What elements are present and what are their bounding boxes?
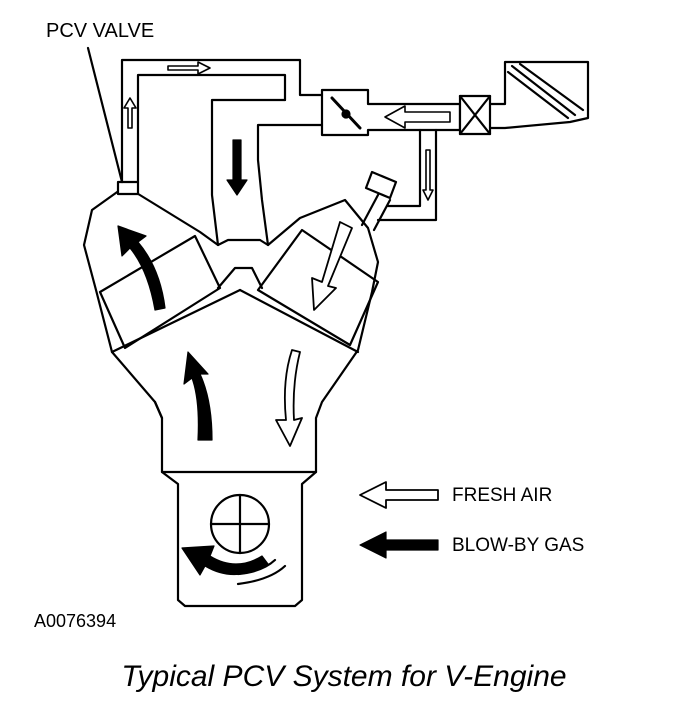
figure-caption: Typical PCV System for V-Engine xyxy=(121,660,567,693)
fresh-hose-arrow-down xyxy=(422,149,434,201)
blowby-arrow-crankcase xyxy=(181,545,269,576)
intake-plenum xyxy=(210,98,324,247)
block-lower-left xyxy=(153,400,164,420)
legend-blow-by-arrow xyxy=(359,531,439,559)
pcv-valve-icon xyxy=(116,180,140,196)
crankshaft-crosshair xyxy=(209,493,271,555)
air-filter-cross xyxy=(458,94,492,136)
hose-arrow-right xyxy=(167,61,211,75)
crank-rotation-arc-2 xyxy=(236,564,287,586)
air-cleaner-housing xyxy=(488,60,590,130)
pcv-hose xyxy=(120,58,324,184)
right-valve-cover xyxy=(256,228,380,347)
fresh-arrow-right-bank xyxy=(311,221,353,311)
air-cleaner-element xyxy=(506,62,585,120)
intake-arrow-down xyxy=(226,139,248,196)
throttle-shaft xyxy=(341,109,351,119)
hose-arrow-up xyxy=(123,97,137,129)
crankcase xyxy=(160,470,318,608)
block-deck-left xyxy=(110,288,242,354)
pcv-leader-line xyxy=(86,46,124,184)
pcv-valve-label: PCV VALVE xyxy=(46,20,155,42)
blowby-arrow-center xyxy=(183,351,213,441)
fresh-arrow-lower-right xyxy=(275,349,303,447)
legend-fresh-air-arrow xyxy=(359,481,439,509)
left-valve-cover xyxy=(98,234,222,350)
legend-blow-by-gas-label: BLOW-BY GAS xyxy=(452,535,585,556)
breather-cap xyxy=(360,170,398,232)
blowby-arrow-left-bank xyxy=(117,225,166,311)
figure-id: A0076394 xyxy=(34,611,117,631)
legend-fresh-air-label: FRESH AIR xyxy=(452,485,553,506)
inlet-arrow-left xyxy=(384,105,451,129)
block-deck-right xyxy=(238,288,360,354)
engine-block xyxy=(82,188,380,474)
v-valley xyxy=(216,266,264,290)
fresh-air-hose xyxy=(376,128,438,222)
